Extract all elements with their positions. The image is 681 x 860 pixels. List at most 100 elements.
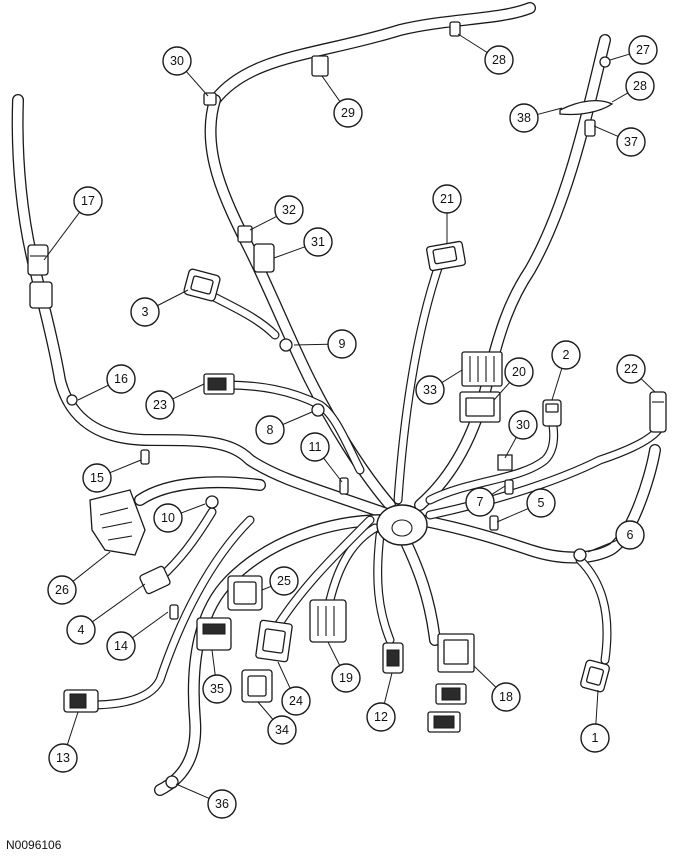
callout-26-circle bbox=[47, 575, 77, 605]
clip-8-shape bbox=[311, 403, 325, 417]
callout-2: 2 bbox=[551, 340, 581, 370]
callout-12-leader bbox=[383, 672, 393, 704]
callout-13-leader bbox=[66, 711, 79, 745]
clip-6-shape bbox=[573, 548, 587, 562]
callout-27-label: 27 bbox=[636, 43, 650, 57]
callout-21-label: 21 bbox=[440, 192, 454, 206]
callout-14-label: 14 bbox=[114, 639, 128, 653]
clip-5-shape bbox=[489, 515, 499, 531]
callout-28-leader bbox=[457, 33, 488, 53]
callout-17-label: 17 bbox=[81, 194, 95, 208]
callout-21: 21 bbox=[432, 184, 462, 214]
callout-25: 25 bbox=[269, 566, 299, 596]
callout-38-circle bbox=[509, 103, 539, 133]
callout-12-circle bbox=[366, 702, 396, 732]
connector-1-shape bbox=[580, 659, 610, 693]
callout-14: 14 bbox=[106, 631, 136, 661]
connector-17-shape bbox=[27, 244, 53, 309]
callout-36-circle bbox=[207, 789, 237, 819]
callout-30-circle bbox=[162, 46, 192, 76]
clip-9-shape bbox=[279, 338, 293, 352]
connector-22-shape bbox=[649, 391, 667, 433]
clip-31-32-shape bbox=[237, 225, 275, 273]
callout-30-leader bbox=[185, 71, 209, 97]
callout-24: 24 bbox=[281, 686, 311, 716]
callout-4-leader bbox=[92, 583, 146, 623]
callout-37-leader bbox=[593, 125, 619, 137]
callout-6-label: 6 bbox=[627, 528, 634, 542]
connector-33-shape bbox=[461, 351, 503, 387]
callout-11: 11 bbox=[300, 432, 330, 462]
callout-35-label: 35 bbox=[210, 682, 224, 696]
callout-20-circle bbox=[504, 357, 534, 387]
callout-30-label: 30 bbox=[170, 54, 184, 68]
callout-5-label: 5 bbox=[538, 496, 545, 510]
callout-38: 38 bbox=[509, 103, 539, 133]
callout-31-leader bbox=[273, 246, 306, 259]
callout-3-label: 3 bbox=[142, 305, 149, 319]
callout-24-circle bbox=[281, 686, 311, 716]
clip-7-shape bbox=[504, 479, 514, 495]
callout-23-circle bbox=[145, 390, 175, 420]
callout-36-leader bbox=[175, 783, 210, 799]
callout-20: 20 bbox=[504, 357, 534, 387]
callout-14-circle bbox=[106, 631, 136, 661]
callout-27: 27 bbox=[628, 35, 658, 65]
callout-17-circle bbox=[73, 186, 103, 216]
callout-15-circle bbox=[82, 463, 112, 493]
callout-8-label: 8 bbox=[267, 423, 274, 437]
callout-33-leader bbox=[441, 369, 463, 384]
callout-6: 6 bbox=[615, 520, 645, 550]
callout-10-label: 10 bbox=[161, 511, 175, 525]
callout-5-circle bbox=[526, 488, 556, 518]
connector-13-shape bbox=[63, 689, 99, 713]
callout-31-circle bbox=[303, 227, 333, 257]
callout-13-circle bbox=[48, 743, 78, 773]
callout-24-leader bbox=[277, 661, 291, 689]
callout-28: 28 bbox=[484, 45, 514, 75]
callout-4-circle bbox=[66, 615, 96, 645]
callout-15: 15 bbox=[82, 463, 112, 493]
clip-37-shape bbox=[584, 119, 596, 137]
callout-30-leader bbox=[504, 437, 517, 459]
callout-17: 17 bbox=[73, 186, 103, 216]
callout-32: 32 bbox=[274, 195, 304, 225]
connector-26-shape bbox=[89, 489, 146, 556]
callout-26-label: 26 bbox=[55, 583, 69, 597]
callout-6-circle bbox=[615, 520, 645, 550]
callout-23-leader bbox=[172, 383, 205, 400]
callout-31-label: 31 bbox=[311, 235, 325, 249]
callout-35: 35 bbox=[202, 674, 232, 704]
callout-30-circle bbox=[508, 410, 538, 440]
callout-30-label: 30 bbox=[516, 418, 530, 432]
callout-15-label: 15 bbox=[90, 471, 104, 485]
callout-31: 31 bbox=[303, 227, 333, 257]
callout-29-circle bbox=[333, 98, 363, 128]
callout-34: 34 bbox=[267, 715, 297, 745]
clip-36-shape bbox=[165, 775, 179, 789]
callout-37-label: 37 bbox=[624, 135, 638, 149]
callout-25-circle bbox=[269, 566, 299, 596]
callout-7-leader bbox=[491, 485, 506, 495]
callout-29: 29 bbox=[333, 98, 363, 128]
connector-21-shape bbox=[426, 240, 466, 272]
callout-3: 3 bbox=[130, 297, 160, 327]
callout-14-leader bbox=[132, 611, 169, 639]
callout-26: 26 bbox=[47, 575, 77, 605]
callout-16: 16 bbox=[106, 364, 136, 394]
callout-9-leader bbox=[293, 343, 329, 346]
callout-4-label: 4 bbox=[78, 623, 85, 637]
callout-22-label: 22 bbox=[624, 362, 638, 376]
clip-10-shape bbox=[205, 495, 219, 509]
callout-2-label: 2 bbox=[563, 348, 570, 362]
callout-32-label: 32 bbox=[282, 203, 296, 217]
harness-junction bbox=[376, 504, 428, 546]
callout-20-leader bbox=[493, 382, 511, 401]
figure-id: N0096106 bbox=[6, 838, 62, 852]
callout-8-leader bbox=[282, 411, 313, 425]
callout-5: 5 bbox=[526, 488, 556, 518]
callout-38-label: 38 bbox=[517, 111, 531, 125]
callout-6-leader bbox=[587, 539, 618, 553]
